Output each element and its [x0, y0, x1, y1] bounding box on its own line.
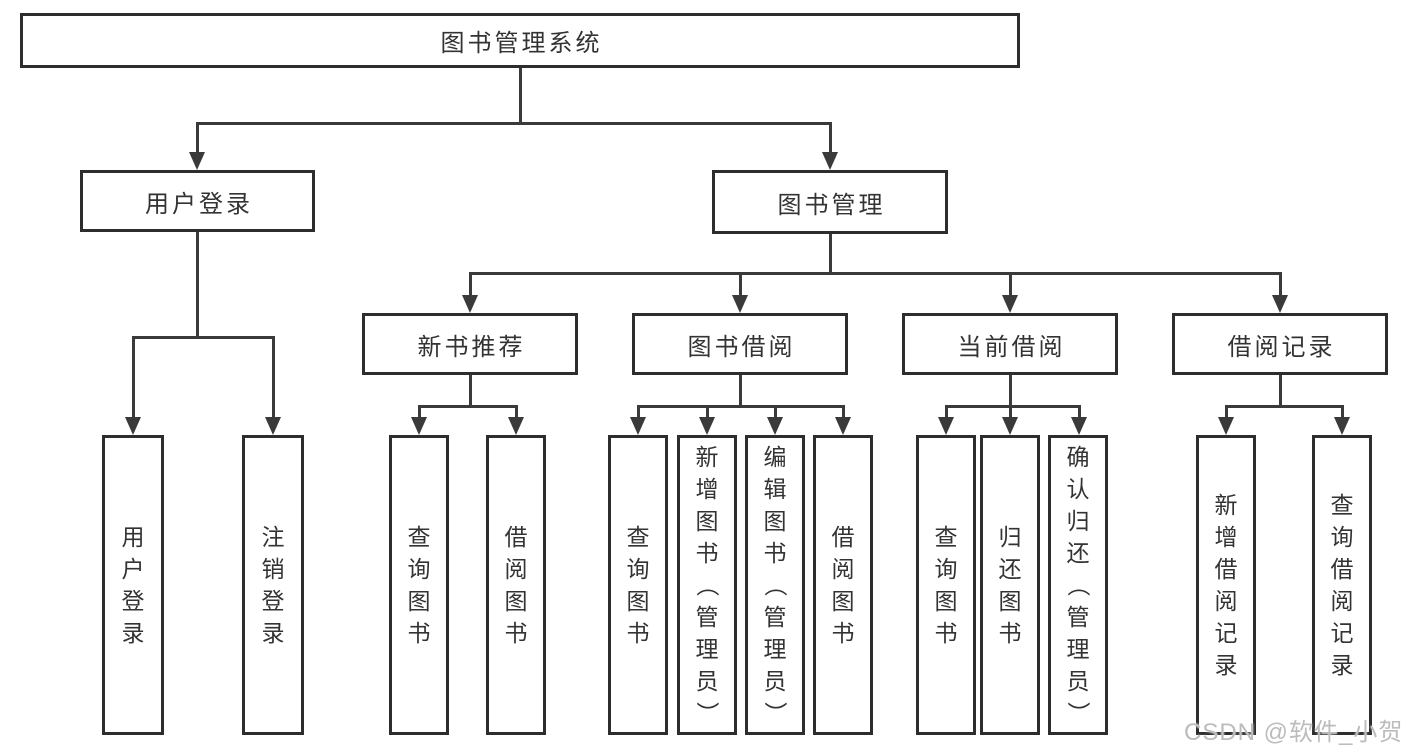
leaf-borrow-books-recommend: 借阅图书 [486, 435, 546, 735]
node-borrowing-records: 借阅记录 [1172, 313, 1388, 375]
connector-line [468, 375, 472, 406]
connector-line [828, 234, 832, 272]
connector-arrow-down [938, 407, 954, 435]
leaf-label: 新增借阅记录 [1214, 492, 1238, 678]
node-book-management: 图书管理 [712, 170, 948, 234]
leaf-logout: 注销登录 [242, 435, 304, 735]
connector-arrow-down [1002, 407, 1018, 435]
connector-arrow-down [1218, 407, 1234, 435]
leaf-label: 用户登录 [121, 524, 145, 646]
connector-line [1008, 375, 1012, 406]
leaf-query-books-borrow: 查询图书 [608, 435, 668, 735]
leaf-label: 借阅图书 [831, 524, 855, 646]
leaf-user-login: 用户登录 [102, 435, 164, 735]
csdn-watermark: CSDN @软件_小贺同学 [1184, 719, 1404, 746]
connector-line [417, 405, 518, 408]
connector-arrow-down [1002, 274, 1018, 313]
connector-arrow-down [125, 338, 141, 435]
connector-arrow-down [508, 407, 524, 435]
node-user-login: 用户登录 [80, 170, 315, 232]
connector-arrow-down [630, 407, 646, 435]
node-current-borrowing: 当前借阅 [902, 313, 1118, 375]
connector-line [1224, 405, 1344, 408]
connector-arrow-down [767, 407, 783, 435]
connector-line [944, 405, 1081, 408]
connector-arrow-down [835, 407, 851, 435]
leaf-label: 查询借阅记录 [1330, 492, 1354, 678]
leaf-label: 查询图书 [934, 524, 958, 646]
connector-line [1278, 375, 1282, 406]
leaf-return-books: 归还图书 [980, 435, 1040, 735]
connector-arrow-down [189, 124, 205, 170]
connector-arrow-down [265, 338, 281, 435]
leaf-label: 借阅图书 [504, 524, 528, 646]
connector-arrow-down [1272, 274, 1288, 313]
leaf-label: 确认归还（管理员） [1065, 444, 1091, 725]
leaf-label: 查询图书 [407, 524, 431, 646]
connector-arrow-down [1334, 407, 1350, 435]
leaf-edit-books-admin: 编辑图书（管理员） [745, 435, 805, 735]
leaf-confirm-return-admin: 确认归还（管理员） [1048, 435, 1108, 735]
connector-arrow-down [699, 407, 715, 435]
leaf-add-borrow-record: 新增借阅记录 [1196, 435, 1256, 735]
leaf-query-books-recommend: 查询图书 [389, 435, 449, 735]
leaf-borrow-books: 借阅图书 [813, 435, 873, 735]
leaf-label: 注销登录 [261, 524, 285, 646]
connector-line [519, 68, 522, 122]
connector-line [195, 122, 832, 125]
connector-arrow-down [732, 274, 748, 313]
node-book-borrowing: 图书借阅 [632, 313, 848, 375]
connector-line [468, 272, 1282, 275]
connector-line [131, 336, 275, 339]
connector-line [195, 232, 199, 336]
connector-arrow-down [411, 407, 427, 435]
node-library-system: 图书管理系统 [20, 13, 1020, 68]
connector-arrow-down [462, 274, 478, 313]
leaf-add-books-admin: 新增图书（管理员） [677, 435, 737, 735]
connector-arrow-down [1071, 407, 1087, 435]
leaf-label: 编辑图书（管理员） [762, 444, 788, 725]
leaf-label: 归还图书 [998, 524, 1022, 646]
connector-line [738, 375, 742, 406]
node-new-book-recommendation: 新书推荐 [362, 313, 578, 375]
connector-arrow-down [822, 124, 838, 170]
leaf-query-borrow-record: 查询借阅记录 [1312, 435, 1372, 735]
leaf-label: 查询图书 [626, 524, 650, 646]
leaf-label: 新增图书（管理员） [694, 444, 720, 725]
connector-line [636, 405, 845, 408]
leaf-query-books-current: 查询图书 [916, 435, 976, 735]
